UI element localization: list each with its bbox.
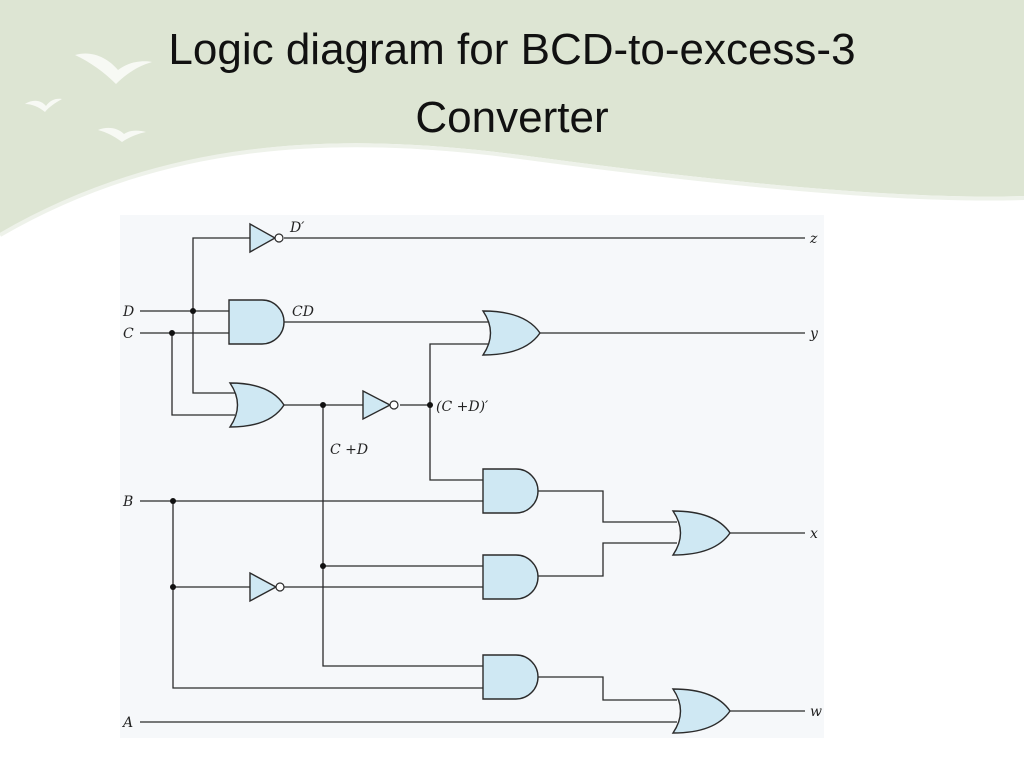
wire-c-or-d-not-up bbox=[429, 343, 488, 405]
bird-icon bbox=[25, 98, 62, 112]
or-gate-x bbox=[671, 510, 731, 556]
slide-title-line-1: Logic diagram for BCD-to-excess-3 bbox=[168, 25, 856, 74]
junction-dot bbox=[169, 330, 175, 336]
wire-b-branch bbox=[172, 501, 483, 689]
logic-diagram: D′ CD (C +D)′ C +D D C B A z y x w bbox=[120, 215, 824, 738]
wire-c-to-or bbox=[171, 333, 235, 416]
not-gate-c-or-d bbox=[362, 389, 399, 421]
output-label-w: w bbox=[810, 704, 822, 720]
or-gate-c-or-d bbox=[228, 382, 285, 428]
or-gate-w bbox=[671, 688, 731, 734]
wire-c-or-d-vertical bbox=[322, 405, 483, 667]
wire-c-or-d-not-down bbox=[429, 405, 483, 481]
and-gate-2 bbox=[482, 554, 539, 600]
junctions bbox=[169, 308, 433, 590]
junction-dot bbox=[320, 563, 326, 569]
not-gate-b bbox=[249, 571, 285, 603]
wire-and3-out bbox=[538, 676, 677, 701]
and-gate-3 bbox=[482, 654, 539, 700]
wire-and1-out bbox=[538, 490, 677, 523]
wire-d-to-or bbox=[192, 311, 235, 394]
output-label-x: x bbox=[810, 526, 818, 542]
slide-title-line-2: Converter bbox=[415, 93, 609, 142]
junction-dot bbox=[170, 584, 176, 590]
label-cd: CD bbox=[292, 304, 314, 320]
junction-dot bbox=[190, 308, 196, 314]
output-label-z: z bbox=[809, 231, 818, 247]
output-label-y: y bbox=[809, 326, 819, 342]
bird-icon bbox=[98, 127, 146, 142]
not-gate-d bbox=[249, 222, 284, 254]
label-c-or-d: C +D bbox=[330, 442, 368, 458]
top-wave-banner bbox=[0, 0, 1024, 235]
wire-d-to-not bbox=[192, 237, 250, 311]
input-label-c: C bbox=[123, 326, 134, 342]
label-c-or-d-not: (C +D)′ bbox=[436, 399, 489, 415]
or-gate-y bbox=[481, 310, 541, 356]
input-label-d: D bbox=[122, 304, 134, 320]
input-label-b: B bbox=[122, 494, 133, 510]
label-d-not: D′ bbox=[289, 220, 305, 236]
input-label-a: A bbox=[121, 715, 133, 731]
junction-dot bbox=[170, 498, 176, 504]
wave-highlight bbox=[0, 143, 1024, 237]
wire-and2-out bbox=[538, 542, 677, 577]
junction-dot bbox=[320, 402, 326, 408]
bird-icon bbox=[75, 53, 152, 84]
and-gate-cd bbox=[228, 299, 285, 345]
and-gate-1 bbox=[482, 468, 539, 514]
junction-dot bbox=[427, 402, 433, 408]
wires bbox=[140, 237, 805, 723]
